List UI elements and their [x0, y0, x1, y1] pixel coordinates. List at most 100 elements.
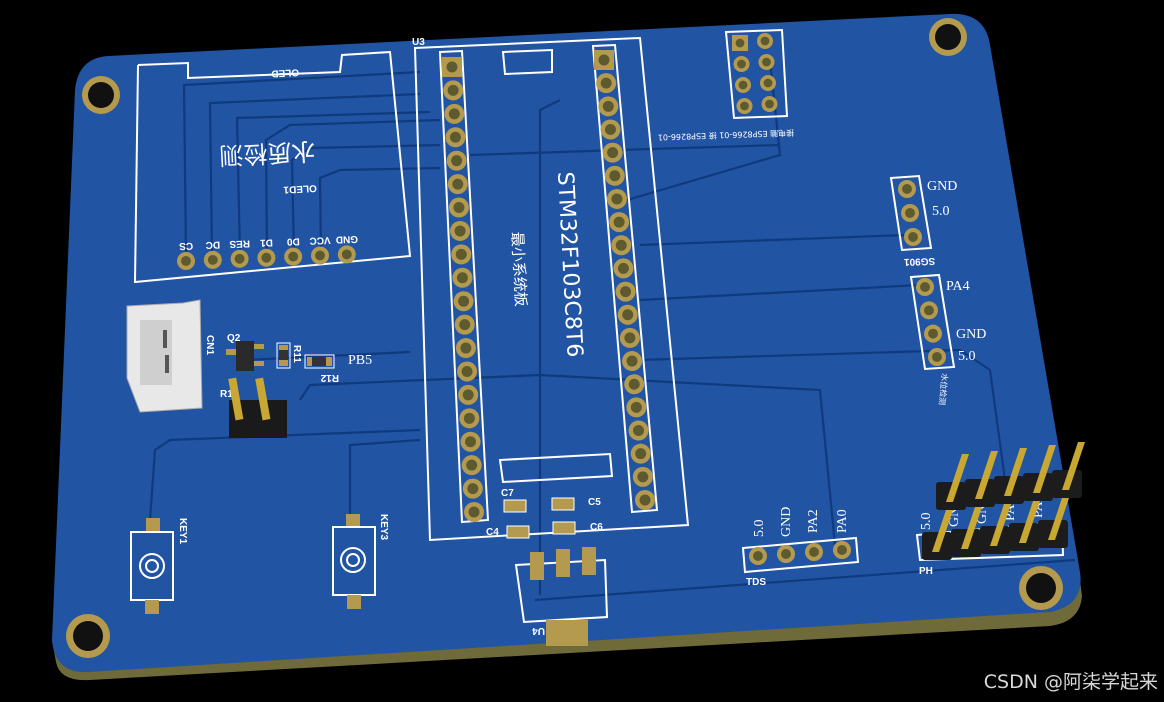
pin-pad	[615, 281, 636, 302]
pin-pad	[916, 278, 934, 296]
pin-pad	[833, 541, 851, 559]
oled-title: 水质检测	[219, 136, 316, 169]
oled-ref: OLED	[271, 66, 299, 78]
regulator-area: C7 C5 C4 C6 U4	[486, 452, 614, 646]
pin-pad	[613, 258, 634, 279]
pin-pad	[452, 267, 473, 288]
traces	[148, 59, 1076, 602]
pin-pad	[451, 244, 472, 265]
tds-header: 5.0 GND PA2 PA0 TDS	[741, 507, 860, 588]
c7-ref: C7	[501, 488, 514, 499]
oled-pin-label: CS	[179, 240, 194, 251]
pin-pad	[604, 165, 625, 186]
sg901-ref: SG901	[903, 255, 935, 267]
pin-pad	[600, 119, 621, 140]
key1-label: KEY1	[177, 518, 188, 545]
ph-pin	[965, 451, 998, 507]
pin-pad	[447, 174, 468, 195]
pin-pad	[733, 56, 750, 72]
ph-pin	[951, 501, 984, 557]
ph-pin	[980, 498, 1013, 554]
ph-ref: PH	[919, 566, 933, 577]
water-ref: 水位检测	[937, 373, 950, 406]
r11-ref: R11	[291, 345, 302, 363]
pin-pad	[901, 204, 919, 222]
key3[interactable]: KEY3	[332, 514, 389, 609]
cap-c5: C5	[551, 497, 601, 511]
tds-pin-label: 5.0	[752, 520, 767, 538]
pin-pad	[455, 338, 476, 359]
oled-pin-label: D0	[286, 235, 300, 246]
c5-ref: C5	[588, 497, 601, 508]
pin-pad	[735, 77, 751, 93]
sg901-pin-label: 5.0	[932, 204, 950, 219]
pin-pad	[628, 420, 649, 441]
r1-jumper: R1	[220, 377, 287, 438]
pin-pad	[924, 324, 942, 343]
c6-ref: C6	[590, 522, 603, 533]
pin-pad	[617, 304, 638, 325]
pin-pad	[598, 96, 619, 117]
pin-pad	[805, 543, 823, 561]
pin-pad	[311, 246, 329, 265]
oled-pin-label: DC	[205, 239, 220, 250]
tds-pin-label: PA0	[835, 509, 850, 533]
oled-pin-label: VCC	[309, 234, 330, 246]
pin-pad	[457, 361, 478, 382]
q2-ref: Q2	[227, 333, 241, 344]
ph-pin	[922, 504, 955, 560]
pin-pad	[230, 249, 249, 268]
pin-pad	[454, 314, 475, 335]
mcu-footprint: U3 STM32F103C8T6 最小系统板	[412, 36, 690, 542]
pin-pad	[635, 490, 655, 510]
mcu-desc: 最小系统板	[508, 231, 530, 307]
pin-pad	[624, 374, 645, 395]
pin-pad	[606, 188, 627, 209]
ph-pin	[1052, 442, 1085, 498]
pcb-board	[52, 13, 1081, 673]
r11-resistor: R11	[276, 342, 302, 369]
pin-pad	[450, 220, 471, 241]
pin-pad	[448, 197, 469, 218]
pin-pad	[630, 443, 651, 464]
pin-pad	[594, 50, 614, 70]
oled-pin-label: D1	[259, 236, 273, 247]
pin-pad	[626, 397, 647, 418]
pin-pad	[760, 75, 776, 91]
pin-pad	[749, 547, 767, 565]
pin-pad	[203, 250, 222, 269]
pin-pad	[920, 301, 938, 320]
pin-pad	[460, 431, 481, 452]
pin-pad	[602, 142, 623, 163]
pin-pad	[611, 235, 632, 256]
c4-ref: C4	[486, 527, 499, 538]
cap-c6: C6	[552, 521, 603, 535]
water-pin-label: GND	[956, 327, 986, 342]
pin-pad	[757, 33, 773, 49]
key3-label: KEY3	[378, 514, 389, 541]
pin-pad	[459, 408, 480, 429]
pin-pad	[453, 291, 474, 312]
u4-ref: U4	[532, 625, 545, 636]
pin-pad	[736, 98, 753, 114]
pin-pad	[461, 455, 482, 476]
key1[interactable]: KEY1	[130, 518, 188, 614]
pin-pad	[732, 35, 748, 51]
r1-ref: R1	[220, 389, 233, 400]
watermark: CSDN @阿柒学起来	[983, 671, 1158, 693]
pin-pad	[928, 348, 946, 366]
pin-pad	[904, 228, 922, 246]
esp-label: 接电脑 ESP8266-01 接 ESP8266-01	[658, 128, 795, 143]
tds-ref: TDS	[746, 577, 766, 588]
pin-pad	[443, 80, 464, 101]
pin-pad	[632, 466, 653, 487]
ph-pin	[994, 448, 1027, 504]
oled-pin-label: RES	[229, 237, 250, 249]
pin-pad	[898, 180, 916, 198]
mounting-holes	[66, 18, 1063, 658]
tds-pin-label: GND	[779, 507, 794, 537]
pin-pad	[284, 247, 303, 266]
